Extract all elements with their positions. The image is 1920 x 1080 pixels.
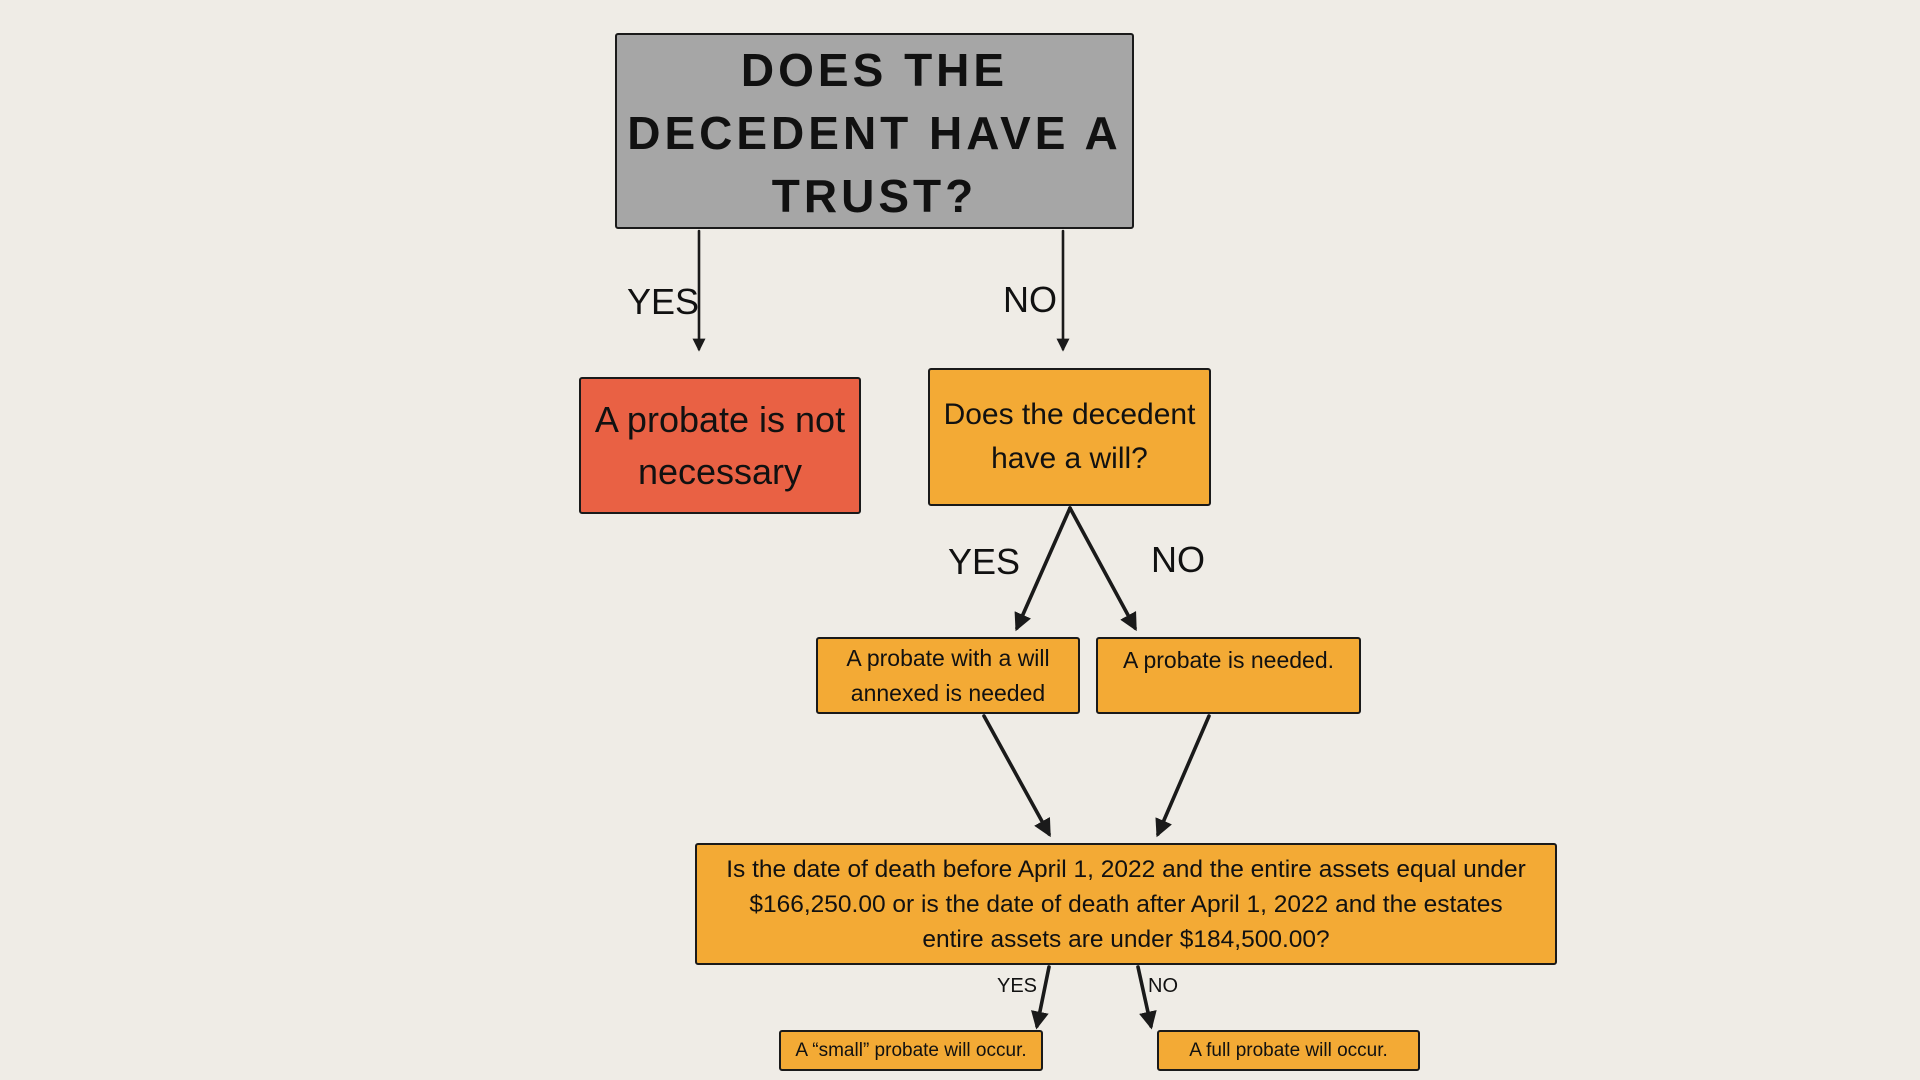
trust-question-text: DOES THE DECEDENT HAVE A TRUST? <box>627 43 1122 222</box>
trust-no-label: NO <box>1003 279 1057 320</box>
probate-needed-text: A probate is needed. <box>1123 647 1334 673</box>
arrow-will-yes <box>1014 506 1072 632</box>
small-probate-text: A “small” probate will occur. <box>795 1039 1027 1061</box>
full-probate-text: A full probate will occur. <box>1189 1039 1388 1061</box>
will-annexed-box: A probate with a will annexed is needed <box>816 637 1080 714</box>
assets-no-label: NO <box>1148 975 1178 997</box>
full-probate-box: A full probate will occur. <box>1157 1030 1420 1071</box>
assets-question-box: Is the date of death before April 1, 202… <box>695 843 1557 965</box>
no-probate-box: A probate is not necessary <box>579 377 861 514</box>
arrow-assets-yes <box>1031 965 1051 1030</box>
arrow-will-no <box>1068 506 1137 632</box>
arrow-annexed-to-assets <box>982 714 1051 838</box>
will-no-label: NO <box>1151 539 1205 580</box>
no-probate-text: A probate is not necessary <box>594 398 846 492</box>
will-annexed-text: A probate with a will annexed is needed <box>846 644 1050 706</box>
trust-question-box: DOES THE DECEDENT HAVE A TRUST? <box>615 33 1134 229</box>
small-probate-box: A “small” probate will occur. <box>779 1030 1043 1071</box>
will-question-text: Does the decedent have a will? <box>943 398 1196 475</box>
assets-question-text: Is the date of death before April 1, 202… <box>726 855 1526 953</box>
probate-needed-box: A probate is needed. <box>1096 637 1361 714</box>
will-yes-label: YES <box>948 541 1021 582</box>
assets-yes-label: YES <box>997 975 1038 997</box>
trust-yes-label: YES <box>627 281 700 322</box>
will-question-box: Does the decedent have a will? <box>928 368 1211 506</box>
arrow-needed-to-assets <box>1155 714 1211 838</box>
